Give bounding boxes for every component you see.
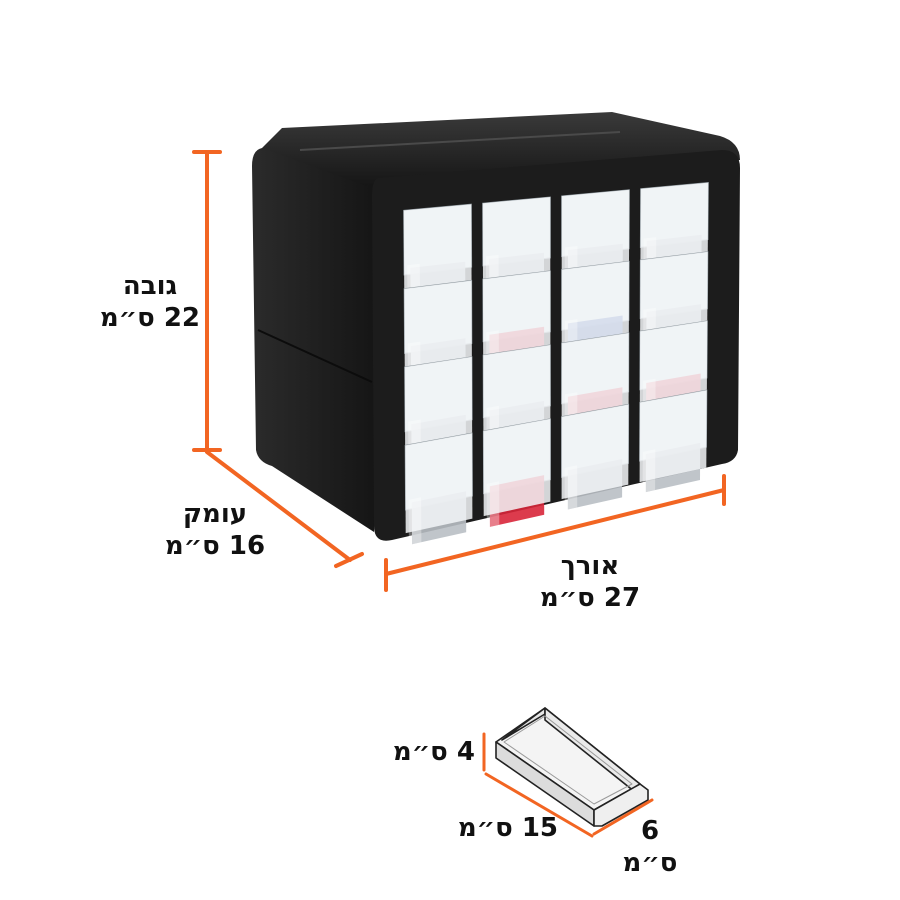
height-label: גובה 22 ס״מ (100, 270, 200, 334)
drawer-front-lip (593, 783, 649, 827)
drawer-label-flap (404, 280, 472, 377)
drawer-label-flap (482, 270, 551, 365)
drawer-length-label: 15 ס״מ (457, 813, 558, 843)
depth-value: 16 ס״מ (164, 531, 266, 561)
drawer-label-flap (561, 332, 629, 426)
length-name: אורך (560, 551, 620, 581)
drawer-label-flap (403, 204, 472, 299)
drawer-label-flap (640, 251, 708, 340)
drawer-length-line (484, 772, 594, 838)
cabinet-top-panel (262, 112, 740, 186)
length-dimension-line (384, 474, 726, 592)
drawer-width-line (592, 798, 654, 836)
drawer-label-flap (483, 344, 551, 441)
drawer-label-flap (482, 197, 551, 289)
cabinet-side-panel (252, 148, 400, 532)
drawer[interactable] (482, 418, 551, 528)
depth-tick-end (334, 552, 364, 568)
drawer-height-label: 4 ס״מ (392, 737, 475, 767)
drawer-label-flap (640, 182, 709, 269)
drawer[interactable] (482, 344, 551, 452)
drawer-highlight (642, 449, 656, 493)
drawer-highlight (564, 465, 578, 511)
cabinet-top-seam (299, 131, 621, 151)
drawer-highlight (408, 497, 422, 545)
depth-name: עומק (182, 499, 248, 529)
drawer-width-value: 6 (640, 816, 660, 846)
cabinet-side-seam (257, 329, 373, 383)
drawer-label-flap (639, 390, 707, 483)
height-name: גובה (122, 271, 178, 301)
drawer-highlight (486, 481, 500, 528)
single-drawer-illustration (495, 707, 649, 827)
drawer-label-flap (561, 261, 630, 352)
drawer-label-flap (483, 418, 551, 517)
length-label: אורך 27 ס״מ (535, 550, 645, 614)
drawer-grid (403, 182, 709, 545)
height-value: 22 ס״מ (99, 303, 200, 333)
depth-line (205, 450, 352, 562)
drawer[interactable] (561, 403, 630, 511)
drawer-label-flap (561, 404, 629, 500)
drawer-label-flap (404, 356, 473, 455)
drawer-inner-rim (503, 715, 633, 805)
drawer-label-flap (561, 189, 630, 279)
length-value: 27 ס״מ (539, 583, 641, 613)
drawer-width-unit: ס״מ (622, 848, 678, 878)
drawer-label-flap (639, 320, 708, 411)
drawer-label-flap (405, 433, 473, 534)
depth-label: עומק 16 ס״מ (160, 498, 270, 562)
drawer[interactable] (639, 389, 708, 493)
drawer-width-label: 6 ס״מ (615, 815, 685, 879)
depth-dimension-line (205, 450, 364, 568)
length-line (384, 488, 726, 576)
drawer[interactable] (404, 432, 473, 545)
drawer-dimension-lines (482, 732, 654, 838)
